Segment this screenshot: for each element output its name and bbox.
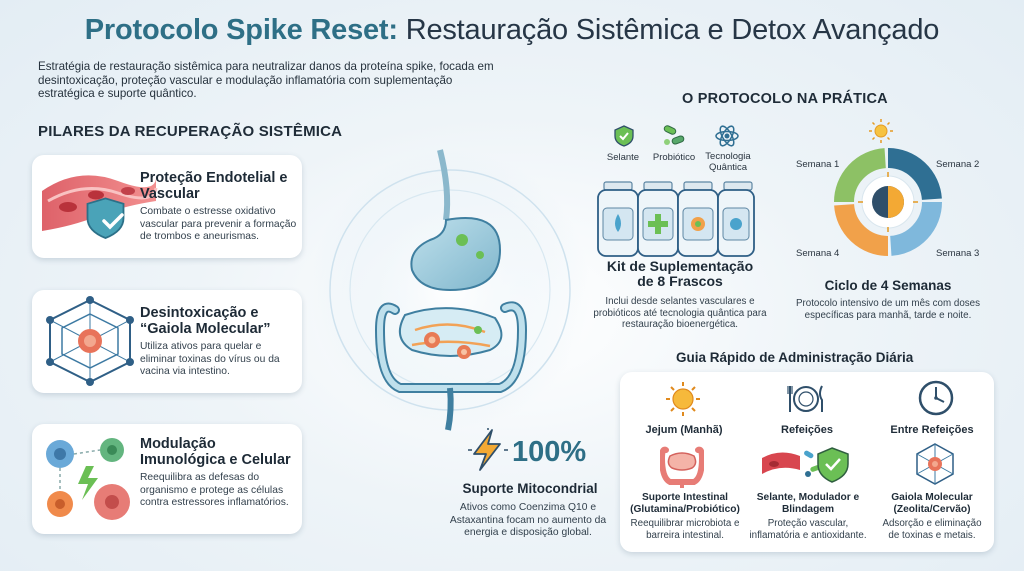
intro-text: Estratégia de restauração sistêmica para… <box>38 60 494 100</box>
page-title: Protocolo Spike Reset: Restauração Sistê… <box>0 14 1024 47</box>
molecular-cage-icon <box>916 443 954 485</box>
title-rest: Restauração Sistêmica e Detox Avançado <box>405 14 940 46</box>
cycle-title: Ciclo de 4 Semanas <box>824 278 952 293</box>
week-label-3: Semana 3 <box>936 248 980 259</box>
cycle-desc: Protocolo intensivo de um mês com doses … <box>795 298 981 321</box>
pillar-desc: Utiliza ativos para quelar e eliminar to… <box>140 341 280 377</box>
atom-icon <box>715 125 739 147</box>
guide-col-title: Suporte Intestinal (Glutamina/Probiótico… <box>630 492 740 515</box>
pillar-title: Modulação Imunológica e Celular <box>140 436 291 468</box>
pillar-desc: Combate o estresse oxidativo vascular pa… <box>140 206 297 242</box>
title-bold: Protocolo Spike Reset: <box>84 14 398 46</box>
immune-cells-icon <box>46 438 130 520</box>
vessel-shield-icon <box>762 447 849 483</box>
guide-col-head: Entre Refeições <box>890 424 974 436</box>
intestine-icon <box>660 446 704 488</box>
mito-desc: Ativos como Coenzima Q10 e Astaxantina f… <box>449 502 607 538</box>
guide-col-title: Selante, Modulador e Blindagem <box>756 492 860 515</box>
plate-cutlery-icon <box>787 385 823 412</box>
sun-icon <box>869 119 893 143</box>
pillar-desc: Reequilibra as defesas do organismo e pr… <box>140 472 289 508</box>
kit-title: Kit de Suplementação de 8 Frascos <box>606 258 754 289</box>
week-label-1: Semana 1 <box>796 159 840 170</box>
pillar-card-detox: Desintoxicação e “Gaiola Molecular” Util… <box>32 290 302 393</box>
guide-col-desc: Proteção vascular, inflamatória e antiox… <box>749 518 867 541</box>
guide-col-desc: Reequilibrar microbiota e barreira intes… <box>630 518 740 541</box>
guide-heading: Guia Rápido de Administração Diária <box>676 350 914 365</box>
lightning-icon <box>468 428 508 471</box>
kit-icon-label: Selante <box>606 152 640 163</box>
pillar-card-vascular: Proteção Endotelial e Vascular Combate o… <box>32 155 302 258</box>
bacteria-icon <box>663 125 685 145</box>
digestive-system-illustration <box>310 149 590 431</box>
blood-vessel-icon <box>42 175 158 239</box>
guide-col-head: Jejum (Manhã) <box>645 424 723 436</box>
week-label-2: Semana 2 <box>936 159 980 170</box>
mito-title: Suporte Mitocondrial <box>462 481 598 496</box>
sun-icon <box>666 382 700 416</box>
pillar-title: Desintoxicação e “Gaiola Molecular” <box>140 305 271 337</box>
pillar-card-immune: Modulação Imunológica e Celular Reequili… <box>32 424 302 534</box>
kit-icon-label: Tecnologia Quântica <box>705 151 751 173</box>
pillar-title: Proteção Endotelial e Vascular <box>140 170 288 202</box>
kit-desc: Inclui desde selantes vasculares e probi… <box>593 296 767 330</box>
guide-col-desc: Adsorção e eliminação de toxinas e metai… <box>882 518 982 541</box>
clock-icon <box>918 380 954 416</box>
pillars-heading: PILARES DA RECUPERAÇÃO SISTÊMICA <box>38 123 343 140</box>
guide-col-title: Gaiola Molecular (Zeolita/Cervão) <box>891 492 973 515</box>
mito-value: 100% <box>512 436 587 468</box>
week-label-4: Semana 4 <box>796 248 840 259</box>
four-week-cycle-chart <box>834 148 942 256</box>
supplement-bottles-illustration <box>597 181 755 257</box>
molecular-cage-icon <box>46 296 134 386</box>
guide-col-head: Refeições <box>781 424 833 436</box>
protocol-heading: O PROTOCOLO NA PRÁTICA <box>682 91 888 107</box>
shield-icon <box>614 125 634 147</box>
kit-icon-label: Probiótico <box>652 152 696 163</box>
